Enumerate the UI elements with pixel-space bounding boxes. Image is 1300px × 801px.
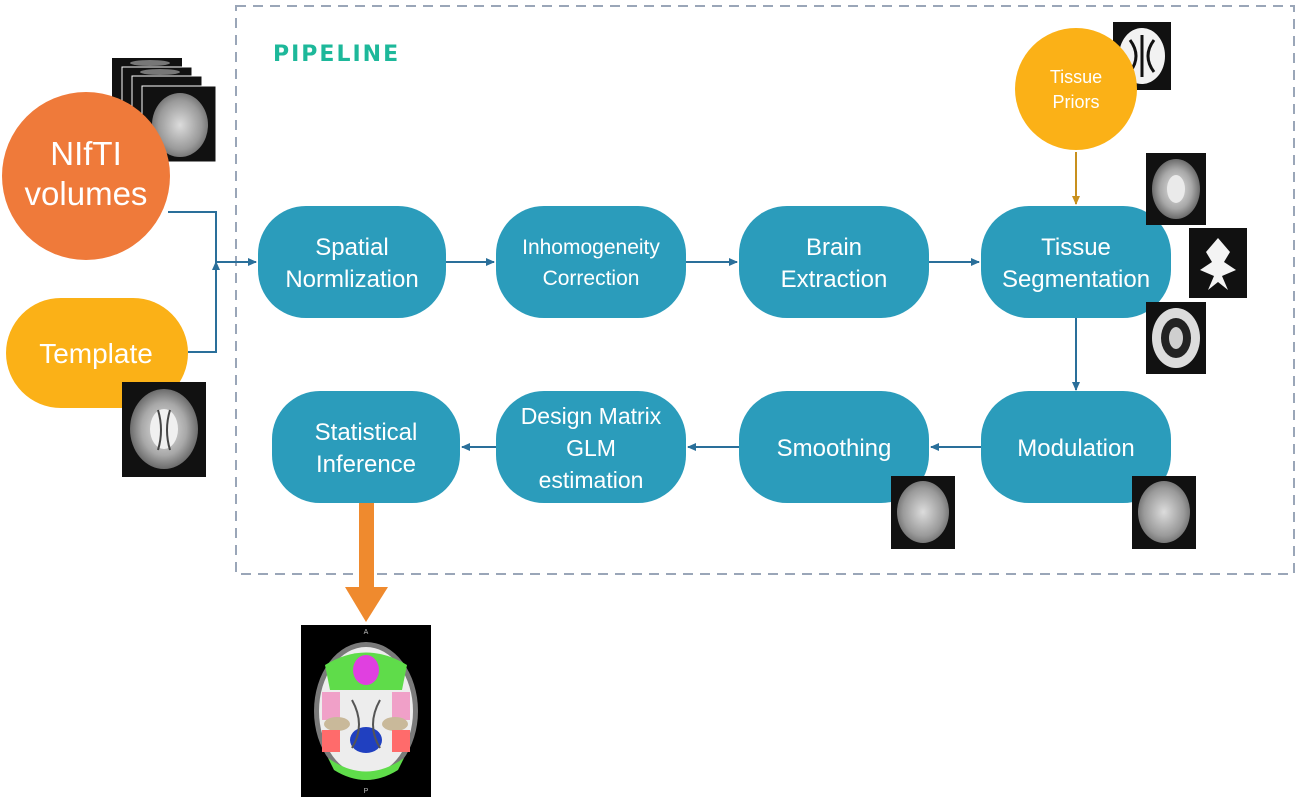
nifti-label-line1: NIfTI [50,135,122,172]
template-node: Template [6,298,188,408]
pipeline-frame [235,5,1295,575]
output-atlas-image: A P [301,625,431,797]
tissue-priors-node: Tissue Priors [1015,28,1137,150]
design-line1: Design Matrix [521,403,662,429]
step-brain-extraction: Brain Extraction [739,206,929,318]
segmentation-images [1146,153,1247,374]
spatial-line2: Normlization [285,266,418,293]
step-statistical-inference: Statistical Inference [272,391,460,503]
template-brain-image [122,382,206,477]
spatial-line1: Spatial [315,234,388,261]
step-modulation: Modulation [981,391,1171,503]
brain-line1: Brain [806,234,862,261]
inference-line2: Inference [316,451,416,478]
smoothing-image [891,476,955,549]
tissue-line1: Tissue [1041,234,1111,261]
smoothing-label: Smoothing [777,435,892,462]
nifti-label-line2: volumes [25,175,148,212]
step-design-matrix: Design Matrix GLM estimation [496,391,686,503]
template-label: Template [39,338,153,369]
output-arrow [345,503,388,622]
modulation-label: Modulation [1017,435,1134,462]
inference-line1: Statistical [315,419,418,446]
design-line2: GLM [566,435,616,461]
modulation-image [1132,476,1196,549]
pipeline-title: PIPELINE [273,42,400,67]
design-line3: estimation [539,467,644,493]
nifti-volumes-node: NIfTI volumes [2,92,170,260]
posterior-label: P [364,788,369,795]
input-connectors [168,211,257,353]
inhomogeneity-line2: Correction [543,267,640,290]
inhomogeneity-line1: Inhomogeneity [522,236,660,259]
priors-label-line1: Tissue [1050,67,1102,87]
tissue-line2: Segmentation [1002,266,1150,293]
step-spatial-normalization: Spatial Normlization [258,206,446,318]
step-tissue-segmentation: Tissue Segmentation [981,206,1171,318]
priors-label-line2: Priors [1052,92,1099,112]
anterior-label: A [364,629,369,636]
step-inhomogeneity-correction: Inhomogeneity Correction [496,206,686,318]
step-smoothing: Smoothing [739,391,929,503]
brain-line2: Extraction [781,266,888,293]
nifti-volume-stack [112,58,217,163]
